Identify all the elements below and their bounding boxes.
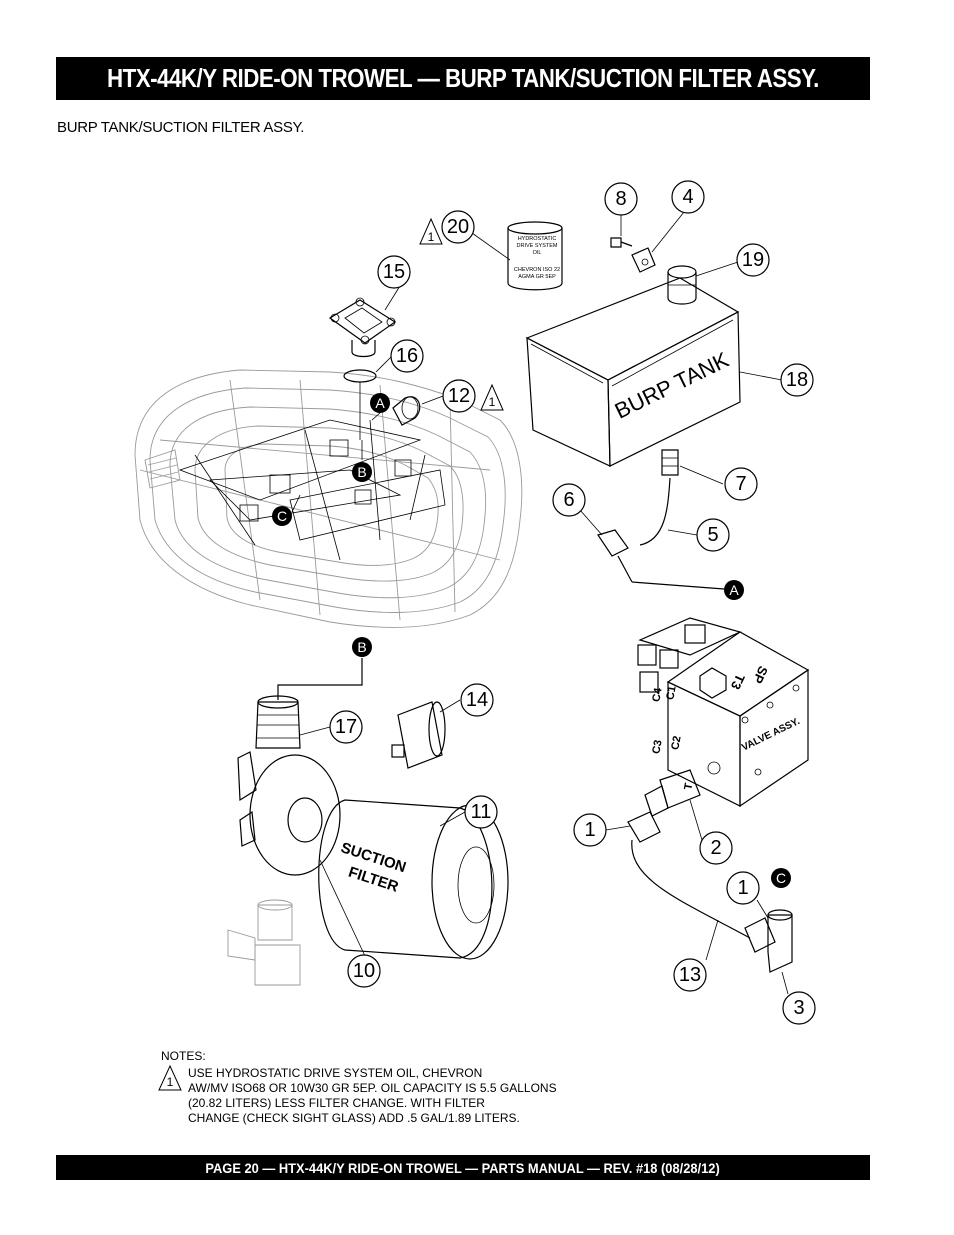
callout-1-upper: 1 [573, 813, 607, 847]
svg-text:17: 17 [335, 716, 357, 738]
svg-text:15: 15 [383, 261, 405, 283]
filter-head-illustration [237, 695, 341, 876]
callout-12: 12 [442, 379, 476, 413]
callout-leaders [299, 211, 789, 995]
notes-section: NOTES: USE HYDROSTATIC DRIVE SYSTEM OIL,… [161, 1049, 557, 1126]
connector-b-lower: B [352, 637, 372, 657]
notes-heading: NOTES: [161, 1049, 206, 1063]
valve-assy-label: VALVE ASSY. [740, 716, 802, 754]
hose-5 [639, 477, 671, 546]
callout-18: 18 [780, 363, 814, 397]
valve-assembly-illustration: SP T3 C4 C1 C3 C2 T VALVE ASSY. [637, 617, 810, 808]
note-line-2: AW/MV ISO68 OR 10W30 GR 5EP. OIL CAPACIT… [188, 1081, 557, 1095]
svg-text:4: 4 [682, 186, 693, 208]
callout-16: 16 [390, 339, 424, 373]
callout-10: 10 [347, 954, 381, 988]
note-line-3: (20.82 LITERS) LESS FILTER CHANGE. WITH … [188, 1096, 485, 1110]
section-title: BURP TANK/SUCTION FILTER ASSY. [57, 119, 305, 136]
svg-text:A: A [729, 582, 739, 598]
leader-b [277, 658, 363, 700]
breather-assembly [328, 297, 421, 440]
fitting-6 [597, 529, 629, 557]
callout-8: 8 [604, 182, 638, 216]
callout-17: 17 [329, 710, 363, 744]
trowel-frame-illustration [134, 369, 523, 628]
port-c4-label: C4 [650, 686, 664, 703]
svg-text:12: 12 [448, 385, 470, 407]
callout-20: 20 [441, 210, 475, 244]
oil-can-label-line3: OIL [533, 250, 542, 256]
svg-text:14: 14 [466, 689, 488, 711]
page-title-bar: HTX-44K/Y RIDE-ON TROWEL — BURP TANK/SUC… [56, 57, 870, 100]
note-line-1: USE HYDROSTATIC DRIVE SYSTEM OIL, CHEVRO… [188, 1066, 483, 1080]
burp-tank-illustration: BURP TANK [525, 237, 741, 476]
callout-14: 14 [460, 683, 494, 717]
oil-can-label-line2: DRIVE SYSTEM [517, 243, 558, 249]
port-sp-label: SP [750, 664, 771, 686]
oil-can-label-line1: HYDROSTATIC [518, 236, 557, 242]
filter-element-14 [391, 701, 446, 769]
burp-tank-label: BURP TANK [611, 347, 733, 424]
callout-3: 3 [782, 991, 816, 1025]
oil-can-illustration: HYDROSTATIC DRIVE SYSTEM OIL CHEVRON ISO… [507, 221, 563, 291]
svg-text:16: 16 [396, 345, 418, 367]
port-t-label: T [682, 782, 695, 791]
svg-text:A: A [375, 395, 385, 411]
port-c2-label: C2 [669, 735, 683, 751]
page-title: HTX-44K/Y RIDE-ON TROWEL — BURP TANK/SUC… [107, 63, 819, 93]
connector-a-lower: A [724, 580, 744, 600]
svg-text:8: 8 [615, 188, 626, 210]
svg-text:7: 7 [735, 473, 746, 495]
oil-can-label-line4: CHEVRON ISO 22 [514, 267, 560, 273]
callout-2: 2 [699, 831, 733, 865]
svg-text:1: 1 [489, 395, 496, 409]
svg-text:1: 1 [737, 877, 748, 899]
note-line-4: CHANGE (CHECK SIGHT GLASS) ADD .5 GAL/1.… [188, 1111, 520, 1125]
callout-5: 5 [696, 518, 730, 552]
svg-text:C: C [776, 870, 786, 886]
svg-text:19: 19 [742, 249, 764, 271]
connector-c-upper: C [272, 506, 292, 526]
svg-text:5: 5 [707, 524, 718, 546]
svg-text:B: B [357, 464, 366, 480]
svg-text:20: 20 [447, 216, 469, 238]
svg-text:3: 3 [793, 997, 804, 1019]
callout-6: 6 [552, 483, 586, 517]
note-flag-triangle-20: 1 [419, 217, 443, 245]
port-c1-label: C1 [664, 685, 678, 701]
grey-fitting-illustration [227, 899, 301, 986]
svg-text:11: 11 [471, 801, 492, 823]
connector-a-upper: A [370, 393, 390, 413]
svg-text:13: 13 [679, 964, 701, 986]
suction-filter-illustration: SUCTION FILTER [318, 799, 509, 960]
callout-7: 7 [724, 467, 758, 501]
valve-hose-assembly [627, 769, 793, 973]
callout-4: 4 [671, 180, 705, 214]
svg-text:6: 6 [563, 489, 574, 511]
svg-text:18: 18 [786, 369, 808, 391]
port-c3-label: C3 [650, 739, 664, 755]
svg-text:1: 1 [584, 819, 595, 841]
port-t3-label: T3 [728, 672, 748, 692]
svg-text:C: C [277, 508, 287, 524]
leader-a [617, 555, 633, 583]
callout-1-lower: 1 [726, 871, 760, 905]
svg-text:1: 1 [167, 1075, 174, 1089]
callout-13: 13 [673, 958, 707, 992]
svg-text:B: B [357, 639, 366, 655]
svg-text:2: 2 [710, 837, 721, 859]
connector-b-upper: B [352, 462, 372, 482]
callout-19: 19 [736, 243, 770, 277]
connector-c-lower: C [771, 868, 791, 888]
callout-11: 11 [464, 795, 498, 829]
svg-text:1: 1 [428, 230, 435, 244]
oil-can-label-line5: AGMA GR 5EP [518, 274, 556, 280]
svg-text:10: 10 [353, 960, 375, 982]
callout-15: 15 [377, 255, 411, 289]
note-flag-triangle-12: 1 [480, 383, 504, 411]
page-footer-bar: PAGE 20 — HTX-44K/Y RIDE-ON TROWEL — PAR… [56, 1155, 870, 1180]
page-footer: PAGE 20 — HTX-44K/Y RIDE-ON TROWEL — PAR… [205, 1159, 721, 1176]
note-flag-triangle-notes: 1 [158, 1064, 182, 1091]
